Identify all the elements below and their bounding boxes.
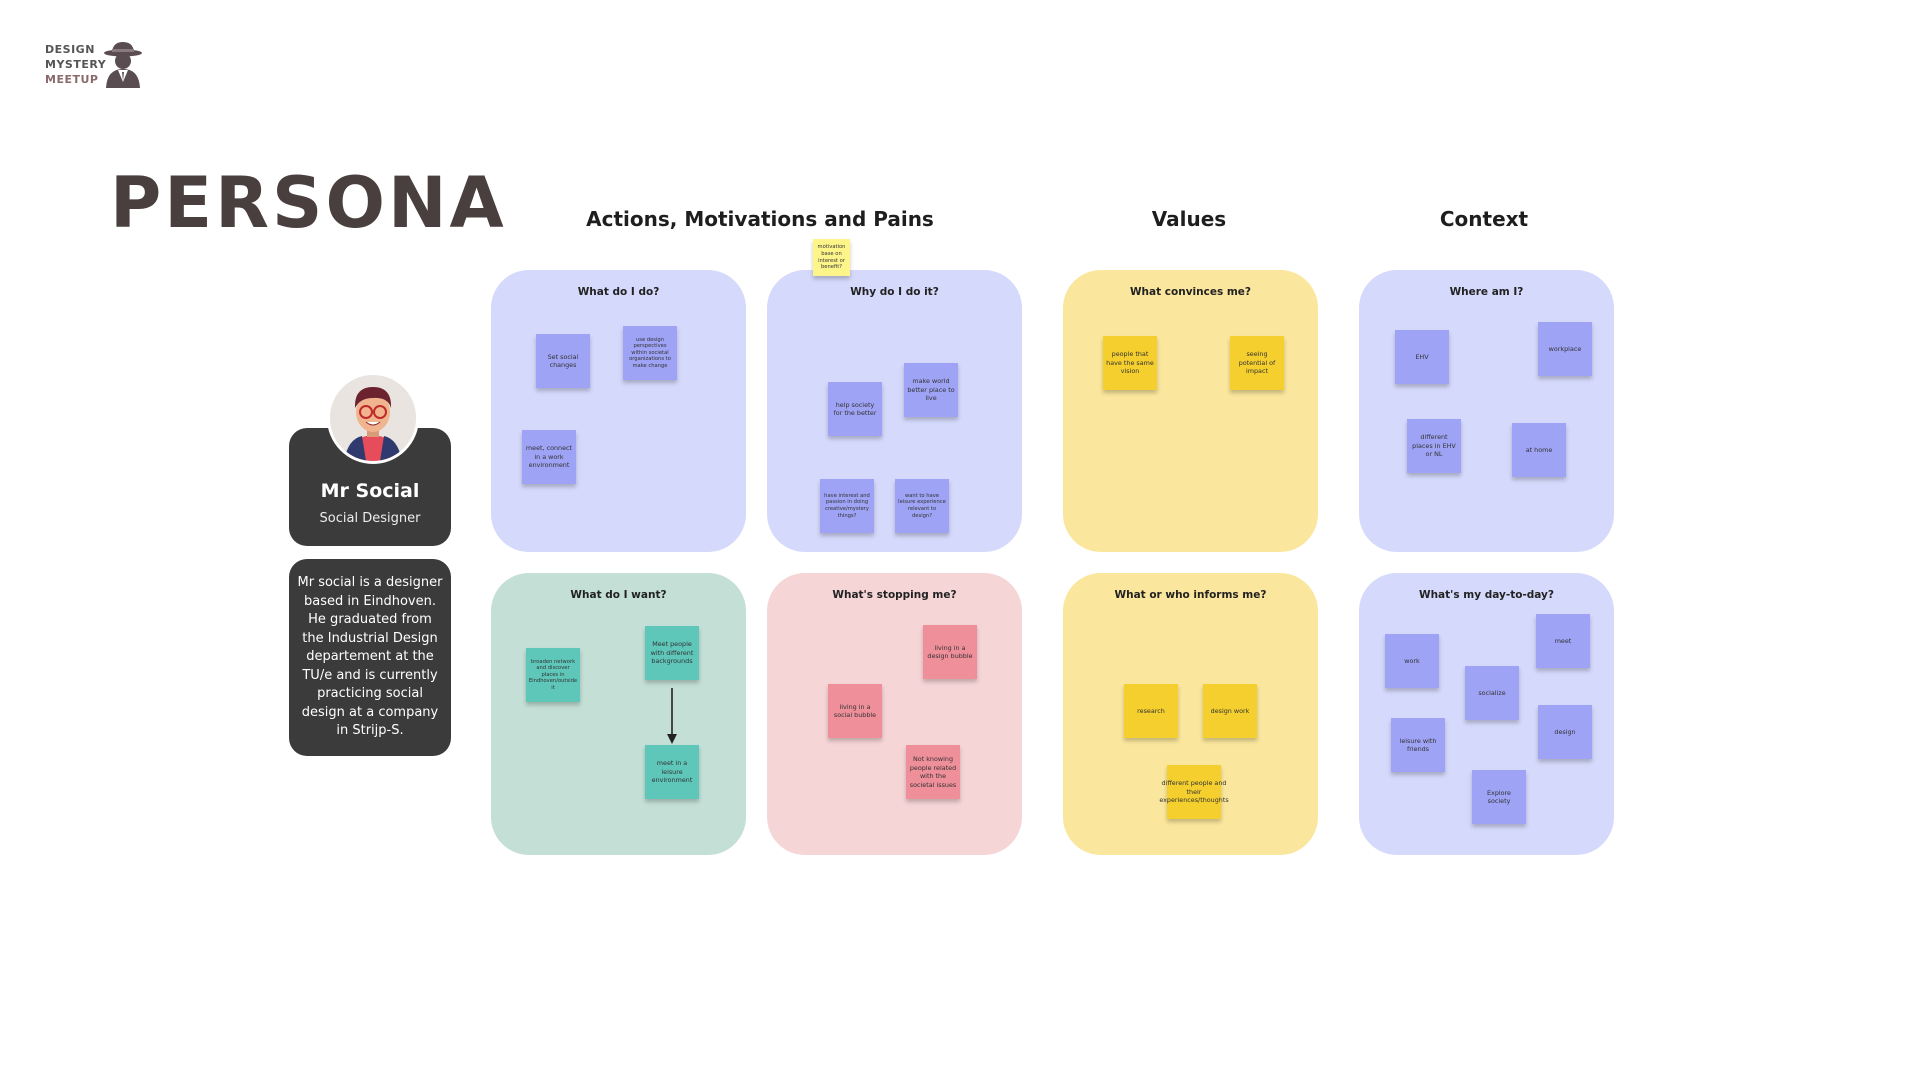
sticky-note[interactable]: broaden network and discover places in E…	[526, 648, 580, 702]
sticky-note[interactable]: meet in a leisure environment	[645, 745, 699, 799]
sticky-note[interactable]: want to have leisure experience relevant…	[895, 479, 949, 533]
sticky-note[interactable]: have interest and passion in doing creat…	[820, 479, 874, 533]
sticky-note[interactable]: meet, connect in a work environment	[522, 430, 576, 484]
board-whats-stopping-me: What's stopping me?	[767, 573, 1022, 855]
sticky-note[interactable]: help society for the better	[828, 382, 882, 436]
section-title-context: Context	[1439, 207, 1529, 231]
sticky-note[interactable]: meet	[1536, 614, 1590, 668]
avatar	[327, 372, 419, 464]
logo-line: MYSTERY	[45, 58, 107, 71]
board-title: What convinces me?	[1129, 286, 1252, 298]
board-title: What's stopping me?	[832, 589, 957, 601]
board-title: What's my day-to-day?	[1418, 589, 1554, 601]
board-title: What or who informs me?	[1114, 589, 1267, 601]
avatar-illustration-icon	[330, 375, 416, 461]
sticky-note[interactable]: Set social changes	[536, 334, 590, 388]
sticky-note[interactable]: work	[1385, 634, 1439, 688]
arrow-down-icon	[667, 688, 677, 744]
board-why-do-i-do-it: Why do I do it?	[767, 270, 1022, 552]
sticky-note[interactable]: Meet people with different backgrounds	[645, 626, 699, 680]
sticky-note[interactable]: workplace	[1538, 322, 1592, 376]
board-title: What do I want?	[570, 589, 667, 601]
sticky-note[interactable]: at home	[1512, 423, 1566, 477]
section-title-values: Values	[1151, 207, 1227, 231]
board-title: Why do I do it?	[850, 286, 939, 298]
board-what-convinces-me: What convinces me?	[1063, 270, 1318, 552]
sticky-note[interactable]: Explore society	[1472, 770, 1526, 824]
section-title-actions: Actions, Motivations and Pains	[586, 207, 934, 231]
sticky-note[interactable]: living in a design bubble	[923, 625, 977, 679]
sticky-note[interactable]: socialize	[1465, 666, 1519, 720]
logo-text: DESIGN MYSTERY MEETUP	[45, 42, 106, 87]
page-title: PERSONA	[110, 162, 507, 244]
board-where-am-i: Where am I?	[1359, 270, 1614, 552]
board-what-do-i-do: What do I do?	[491, 270, 746, 552]
sticky-note[interactable]: use design perspectives within societal …	[623, 326, 677, 380]
sticky-note[interactable]: different people and their experiences/t…	[1159, 765, 1229, 819]
sticky-note[interactable]: EHV	[1395, 330, 1449, 384]
logo-line: MEETUP	[45, 73, 99, 86]
sticky-note[interactable]: different places in EHV or NL	[1407, 419, 1461, 473]
sticky-note[interactable]: leisure with friends	[1391, 718, 1445, 772]
sticky-note[interactable]: design	[1538, 705, 1592, 759]
sticky-note[interactable]: people that have the same vision	[1103, 336, 1157, 390]
logo-line: DESIGN	[45, 43, 95, 56]
persona-bio: Mr social is a designer based in Eindhov…	[289, 559, 451, 756]
board-title: What do I do?	[577, 286, 660, 298]
persona-role: Social Designer	[319, 511, 421, 526]
sticky-note-annotation[interactable]: motivation base on interest or benefit?	[813, 239, 850, 276]
detective-icon	[104, 42, 142, 88]
sticky-note[interactable]: make world better place to live	[904, 363, 958, 417]
persona-card: Mr Social Social Designer	[289, 428, 451, 546]
sticky-note[interactable]: seeing potential of impact	[1230, 336, 1284, 390]
sticky-note[interactable]: research	[1124, 684, 1178, 738]
board-what-do-i-want: What do I want?	[491, 573, 746, 855]
sticky-note[interactable]: Not knowing people related with the soci…	[906, 745, 960, 799]
sticky-note[interactable]: design work	[1203, 684, 1257, 738]
persona-name: Mr Social	[320, 480, 420, 502]
sticky-note[interactable]: living in a social bubble	[828, 684, 882, 738]
board-title: Where am I?	[1449, 286, 1524, 298]
